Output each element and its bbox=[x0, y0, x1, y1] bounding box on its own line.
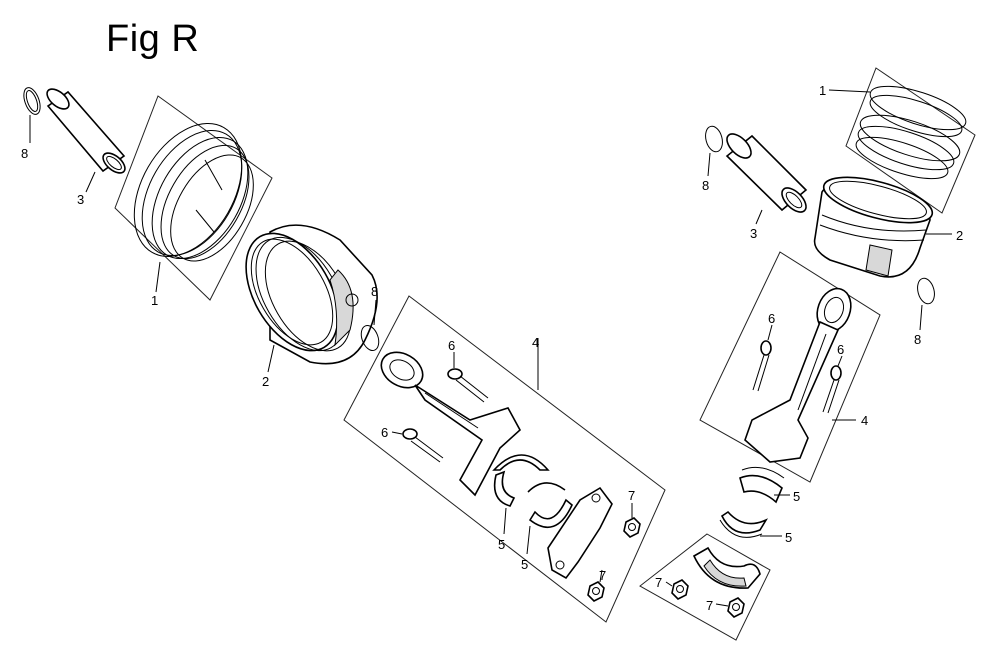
rod-nut-right-a bbox=[671, 579, 689, 600]
callout-1: 1 bbox=[151, 293, 158, 308]
leader-line bbox=[707, 152, 711, 177]
leader-line bbox=[755, 209, 763, 225]
callout-5: 5 bbox=[521, 557, 528, 572]
leader-line bbox=[267, 344, 275, 373]
leader-line bbox=[919, 304, 923, 331]
piston-right bbox=[813, 176, 934, 278]
rod-nut-left-b bbox=[587, 581, 605, 602]
rod-cap-box-right bbox=[639, 533, 771, 641]
leader-line bbox=[828, 89, 871, 93]
leader-line bbox=[767, 324, 773, 341]
rod-box-left bbox=[343, 295, 666, 623]
rod-cap-right bbox=[692, 546, 761, 589]
figure-title: Fig R bbox=[106, 18, 200, 60]
callout-4: 4 bbox=[532, 335, 539, 350]
piston-ring-set-right bbox=[855, 85, 967, 180]
piston-left bbox=[245, 224, 378, 365]
leader-line bbox=[85, 171, 96, 193]
rod-bolt-left-lower bbox=[402, 428, 444, 463]
callout-2: 2 bbox=[262, 374, 269, 389]
piston-pin-clip-left-outer bbox=[23, 87, 41, 115]
piston-ring-set-left bbox=[133, 123, 254, 262]
rod-bearing-left-b bbox=[527, 482, 573, 529]
callout-7: 7 bbox=[655, 575, 662, 590]
callout-8: 8 bbox=[702, 178, 709, 193]
ring-set-box-right bbox=[845, 67, 976, 214]
callout-5: 5 bbox=[793, 489, 800, 504]
callout-6: 6 bbox=[768, 311, 775, 326]
callout-5: 5 bbox=[785, 530, 792, 545]
leader-line bbox=[715, 603, 729, 607]
callout-1: 1 bbox=[819, 83, 826, 98]
leader-line bbox=[503, 507, 507, 535]
rod-bearing-left-a bbox=[492, 454, 550, 507]
callout-3: 3 bbox=[750, 226, 757, 241]
ring-set-box-left bbox=[114, 95, 273, 301]
callout-8: 8 bbox=[21, 146, 28, 161]
piston-pin-clip-right-inner bbox=[917, 277, 935, 305]
leader-line bbox=[599, 569, 603, 583]
rod-bolt-right-b bbox=[822, 365, 842, 414]
piston-pin-clip-left-inner bbox=[360, 324, 380, 352]
rod-bearing-right-a bbox=[739, 466, 785, 504]
rod-bolt-left-upper bbox=[447, 368, 489, 403]
callout-6: 6 bbox=[381, 425, 388, 440]
rod-nut-right-b bbox=[727, 597, 745, 618]
piston-pin-right bbox=[725, 133, 808, 213]
connecting-rod-left bbox=[380, 351, 522, 497]
rod-nut-left-a bbox=[623, 517, 641, 538]
leader-line bbox=[837, 355, 843, 367]
callout-6: 6 bbox=[448, 338, 455, 353]
callout-4: 4 bbox=[861, 413, 868, 428]
callout-7: 7 bbox=[599, 568, 606, 583]
callout-5: 5 bbox=[498, 537, 505, 552]
rod-bearing-right-b bbox=[719, 510, 769, 538]
callout-3: 3 bbox=[77, 192, 84, 207]
piston-pin-left bbox=[46, 88, 126, 174]
callout-7: 7 bbox=[628, 488, 635, 503]
callout-6: 6 bbox=[837, 342, 844, 357]
piston-pin-clip-right-outer bbox=[705, 125, 723, 153]
callout-8: 8 bbox=[914, 332, 921, 347]
rod-bolt-right-a bbox=[752, 340, 772, 392]
leader-line bbox=[373, 299, 377, 326]
leader-line bbox=[665, 581, 673, 587]
leader-line bbox=[391, 431, 403, 435]
callout-7: 7 bbox=[706, 598, 713, 613]
leader-line bbox=[155, 261, 161, 293]
rod-cap-left bbox=[547, 486, 613, 580]
callout-8: 8 bbox=[371, 284, 378, 299]
connecting-rod-right bbox=[744, 287, 852, 463]
callout-2: 2 bbox=[956, 228, 963, 243]
leader-line bbox=[526, 525, 531, 555]
